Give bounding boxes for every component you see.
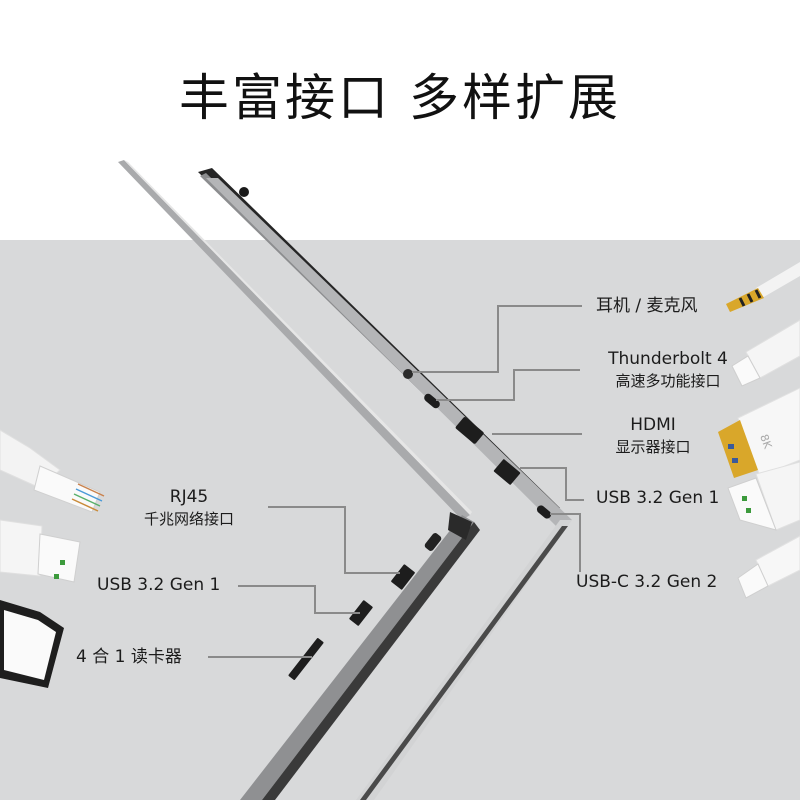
title-part-1: 丰富接口 <box>179 69 391 127</box>
left-small-port <box>424 533 442 551</box>
port-label-usb-c: USB-C 3.2 Gen 2 <box>576 571 717 593</box>
label-text: USB-C 3.2 Gen 2 <box>576 572 718 592</box>
title-part-2: 多样扩展 <box>409 69 621 127</box>
leader-audio <box>412 305 582 373</box>
hdmi-cable-icon: 8K <box>718 387 800 478</box>
sd-card-icon <box>0 600 64 688</box>
port-label-rj45: RJ45 千兆网络接口 <box>124 486 254 530</box>
usb-a-port-right <box>493 459 521 485</box>
label-subtext: 高速多功能接口 <box>615 372 721 390</box>
thunderbolt-port <box>424 393 440 409</box>
port-label-audio: 耳机 / 麦克风 <box>596 295 698 317</box>
port-label-hdmi: HDMI 显示器接口 <box>598 414 708 458</box>
audio-jack-port <box>403 369 413 379</box>
port-label-usb-a-right: USB 3.2 Gen 1 <box>596 487 719 509</box>
card-reader-slot <box>288 638 324 680</box>
usb-c-cable-icon <box>737 535 800 599</box>
left-laptop <box>118 160 480 800</box>
label-text: USB 3.2 Gen 1 <box>97 575 221 595</box>
label-text: 4 合 1 读卡器 <box>76 647 182 667</box>
gray-background-panel <box>0 240 800 800</box>
audio-jack-cable-icon <box>726 262 800 312</box>
label-text: 耳机 / 麦克风 <box>596 296 698 316</box>
cable-badge-8k: 8K <box>757 433 774 452</box>
label-text: USB 3.2 Gen 1 <box>596 488 720 508</box>
page-title: 丰富接口多样扩展 <box>0 58 800 130</box>
usb-a-port-left <box>349 600 373 626</box>
label-subtext: 显示器接口 <box>615 438 691 456</box>
port-label-card-reader: 4 合 1 读卡器 <box>76 646 182 668</box>
usb-a-cable-right-icon <box>727 461 800 531</box>
right-laptop <box>198 168 572 800</box>
leader-usb-a-right <box>520 467 584 501</box>
usb-a-cable-left-icon <box>0 519 81 583</box>
hdmi-port <box>455 417 484 444</box>
label-text: RJ45 <box>169 487 209 507</box>
ethernet-cable-icon <box>0 429 105 513</box>
rj45-port <box>391 564 415 590</box>
leader-usb-c <box>550 513 581 572</box>
leader-usb-a-left <box>238 585 360 614</box>
label-text: HDMI <box>630 415 676 435</box>
usb-c-port <box>536 505 552 519</box>
leader-lines <box>208 305 584 658</box>
port-label-thunderbolt: Thunderbolt 4 高速多功能接口 <box>588 348 748 392</box>
label-subtext: 千兆网络接口 <box>143 510 234 528</box>
label-text: Thunderbolt 4 <box>608 349 728 369</box>
port-label-usb-a-left: USB 3.2 Gen 1 <box>97 574 220 596</box>
thunderbolt-cable-icon <box>731 319 800 387</box>
leader-rj45 <box>268 506 400 574</box>
